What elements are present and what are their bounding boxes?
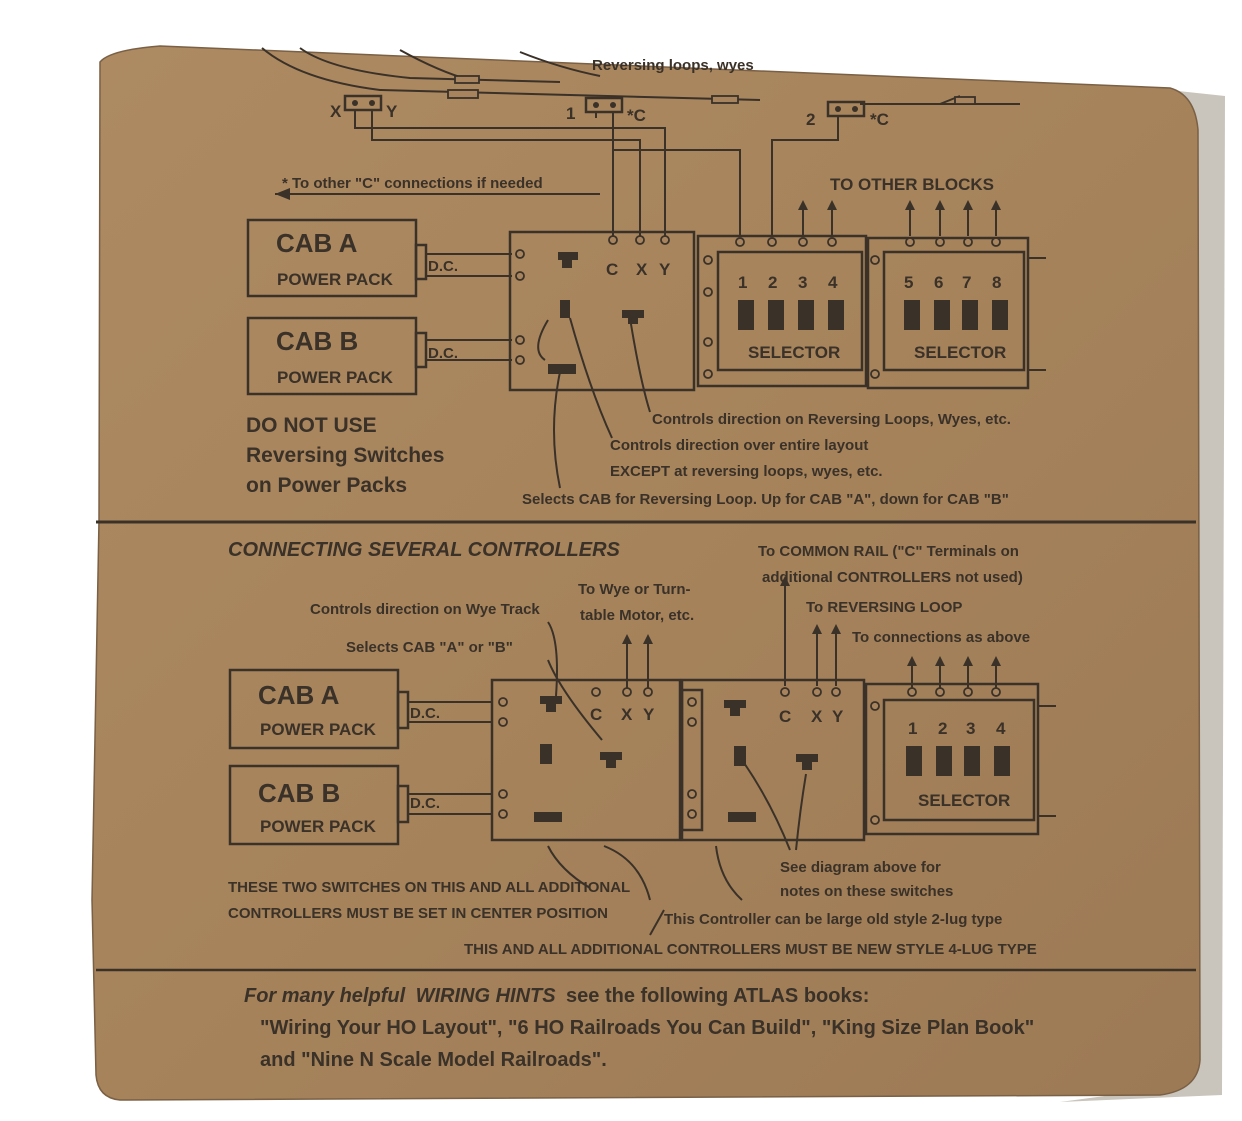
- bottom-controller-2-y: Y: [832, 707, 844, 726]
- top-controller-y: Y: [659, 260, 671, 279]
- connections-label: To connections as above: [852, 629, 1030, 646]
- old-style-note: This Controller can be large old style 2…: [664, 911, 1002, 928]
- top-cab-b-dc: D.C.: [428, 345, 458, 362]
- top-track-lines: [261, 47, 1020, 105]
- top-selector-1-label: SELECTOR: [748, 343, 840, 362]
- top-selector-1-num-3: 3: [798, 273, 807, 292]
- top-dc-wires: [426, 253, 512, 361]
- top-controller: [508, 230, 696, 392]
- top-wires: [275, 110, 839, 236]
- bottom-cab-a-sub: POWER PACK: [260, 720, 377, 739]
- top-controller-c: C: [606, 260, 618, 279]
- top-selector-2-num-8: 8: [992, 273, 1001, 292]
- top-selector-1-num-4: 4: [828, 273, 838, 292]
- bottom-controller-1-y: Y: [643, 705, 655, 724]
- top-selector-2-label: SELECTOR: [914, 343, 1006, 362]
- see-diagram-line-1: See diagram above for: [780, 859, 941, 876]
- controls-wye-label: Controls direction on Wye Track: [310, 601, 540, 618]
- top-title-fragment: Reversing loops, wyes: [592, 57, 754, 74]
- terminal-y-label: Y: [386, 102, 398, 121]
- footer-intro-a: For many helpful: [244, 985, 406, 1007]
- footer-intro-b: WIRING HINTS: [416, 985, 557, 1007]
- bottom-controller-2: [680, 678, 866, 842]
- top-note-selects-cab: Selects CAB for Reversing Loop. Up for C…: [522, 491, 1009, 508]
- bottom-controller-2-x: X: [811, 707, 823, 726]
- top-cab-a: CAB A POWER PACK: [246, 218, 428, 298]
- bottom-selector-num-3: 3: [966, 719, 975, 738]
- selects-cab-label: Selects CAB "A" or "B": [346, 639, 513, 656]
- wye-line-2: table Motor, etc.: [580, 607, 694, 624]
- bottom-leader-lines: [547, 759, 807, 936]
- terminal-2-c-label: *C: [870, 110, 889, 129]
- top-note-except: EXCEPT at reversing loops, wyes, etc.: [610, 463, 883, 480]
- footer-line-2: "Wiring Your HO Layout", "6 HO Railroads…: [260, 1017, 1034, 1039]
- bottom-cab-a-dc: D.C.: [410, 705, 440, 722]
- common-rail-line-1: To COMMON RAIL ("C" Terminals on: [758, 543, 1019, 560]
- common-rail-line-2: additional CONTROLLERS not used): [762, 569, 1023, 586]
- top-cab-b: CAB B POWER PACK: [246, 316, 428, 396]
- bottom-cab-b: CAB B POWER PACK: [228, 764, 410, 846]
- bottom-controller-2-c: C: [779, 707, 791, 726]
- top-cab-b-name: CAB B: [276, 326, 358, 356]
- bottom-cab-a: CAB A POWER PACK: [228, 668, 410, 750]
- top-cab-a-sub: POWER PACK: [277, 270, 394, 289]
- bottom-arrows: [547, 576, 1001, 741]
- rail-terminal-blocks: [343, 94, 866, 118]
- bottom-cab-a-name: CAB A: [258, 680, 340, 710]
- wye-line-1: To Wye or Turn-: [578, 581, 691, 598]
- these-two-line-1: THESE TWO SWITCHES ON THIS AND ALL ADDIT…: [228, 879, 630, 896]
- these-two-line-2: CONTROLLERS MUST BE SET IN CENTER POSITI…: [228, 905, 608, 922]
- top-selector-2-num-5: 5: [904, 273, 913, 292]
- new-style-note: THIS AND ALL ADDITIONAL CONTROLLERS MUST…: [464, 941, 1037, 958]
- bottom-controller-1: [490, 678, 682, 842]
- other-blocks-arrows: [798, 200, 1001, 236]
- to-other-blocks: TO OTHER BLOCKS: [830, 175, 994, 194]
- top-selector-1-num-2: 2: [768, 273, 777, 292]
- terminal-1-c-label: *C: [627, 106, 646, 125]
- bottom-cab-b-sub: POWER PACK: [260, 817, 377, 836]
- top-leader-lines: [537, 317, 651, 489]
- bottom-dc-wires: [408, 701, 492, 815]
- bottom-selector-label: SELECTOR: [918, 791, 1010, 810]
- bottom-selector: [864, 682, 1056, 836]
- section-title: CONNECTING SEVERAL CONTROLLERS: [228, 539, 621, 561]
- top-selector-1: [696, 234, 868, 388]
- top-note-entire: Controls direction over entire layout: [610, 437, 868, 454]
- bottom-selector-num-4: 4: [996, 719, 1006, 738]
- warning-line-3: on Power Packs: [246, 474, 407, 497]
- top-selector-1-num-1: 1: [738, 273, 747, 292]
- terminal-2-label: 2: [806, 110, 815, 129]
- top-selector-2-num-6: 6: [934, 273, 943, 292]
- other-c-note: * To other "C" connections if needed: [282, 175, 543, 192]
- top-cab-a-dc: D.C.: [428, 258, 458, 275]
- top-cab-a-name: CAB A: [276, 228, 358, 258]
- warning-line-2: Reversing Switches: [246, 444, 444, 467]
- top-cab-b-sub: POWER PACK: [277, 368, 394, 387]
- bottom-controller-1-x: X: [621, 705, 633, 724]
- cardboard-card: [91, 45, 1201, 1101]
- bottom-selector-num-2: 2: [938, 719, 947, 738]
- bottom-cab-b-name: CAB B: [258, 778, 340, 808]
- bottom-cab-b-dc: D.C.: [410, 795, 440, 812]
- top-controller-x: X: [636, 260, 648, 279]
- top-selector-2: [866, 236, 1046, 390]
- bottom-selector-num-1: 1: [908, 719, 917, 738]
- footer-line-1: For many helpful WIRING HINTS see the fo…: [244, 985, 869, 1007]
- terminal-1-label: 1: [566, 104, 575, 123]
- top-selector-2-num-7: 7: [962, 273, 971, 292]
- top-note-reversing: Controls direction on Reversing Loops, W…: [652, 411, 1011, 428]
- footer-intro-c: see the following ATLAS books:: [566, 985, 869, 1007]
- see-diagram-line-2: notes on these switches: [780, 883, 953, 900]
- bottom-controller-1-c: C: [590, 705, 602, 724]
- terminal-x-label: X: [330, 102, 342, 121]
- warning-line-1: DO NOT USE: [246, 414, 377, 437]
- footer-line-3: and "Nine N Scale Model Railroads".: [260, 1049, 607, 1071]
- reversing-loop-label: To REVERSING LOOP: [806, 599, 962, 616]
